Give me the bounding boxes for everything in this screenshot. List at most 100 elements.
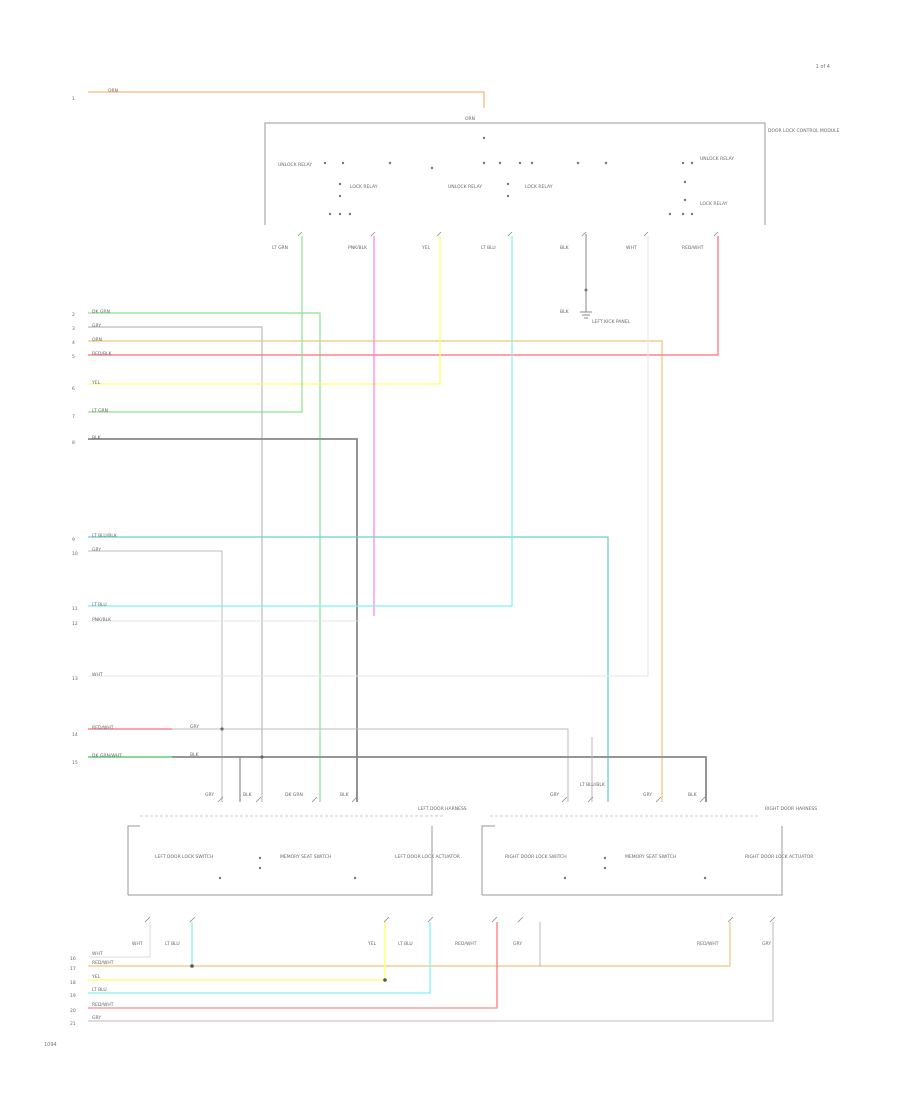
module-output-label: RED/WHT <box>682 245 704 251</box>
wire-number: 3 <box>72 326 75 332</box>
wire-number: 6 <box>72 386 75 392</box>
door-pins <box>491 916 776 923</box>
switch-label: MEMORY SEAT SWITCH <box>625 854 676 860</box>
left-door-assembly: GRY BLK DK GRN BLK LEFT DOOR HARNESS LEF… <box>127 792 467 947</box>
ground-icon <box>580 311 592 319</box>
pin-label: RED/WHT <box>697 941 719 947</box>
wire-number: 20 <box>70 1008 76 1014</box>
wire-color-label: ORN <box>108 88 118 94</box>
switch-contacts <box>218 856 357 880</box>
bottom-splices <box>190 964 387 982</box>
connector-label: GRY <box>205 792 214 798</box>
module-output-label: LT BLU <box>481 245 496 251</box>
wire-number: 10 <box>72 551 78 557</box>
module-output-label: PNK/BLK <box>348 245 368 251</box>
wire-number: 19 <box>70 993 76 999</box>
wire-number: 21 <box>70 1021 76 1027</box>
wire-color-label: LT BLU <box>92 987 107 993</box>
wire-color-label: DK GRN <box>92 309 110 315</box>
right-door-switch-housing <box>481 825 783 896</box>
wire-color-label: DK GRN/WHT <box>92 753 122 759</box>
ground-wire-label: BLK <box>560 309 570 315</box>
splice-points <box>220 727 264 759</box>
module-output-label: BLK <box>560 245 570 251</box>
wire-color-label: RED/WHT <box>92 1002 114 1008</box>
relay-label: LOCK RELAY <box>700 201 728 207</box>
splice-label: GRY <box>190 724 199 730</box>
pin-label: GRY <box>513 941 522 947</box>
control-module: ORN DOOR LOCK CONTROL MODULE UNLOCK RELA… <box>264 116 840 251</box>
door-pins <box>144 916 434 923</box>
bottom-wiring <box>88 922 774 1022</box>
module-output-label: WHT <box>626 245 637 251</box>
wire-color-label: GRY <box>92 547 101 553</box>
harness-label: RIGHT DOOR HARNESS <box>765 806 817 812</box>
relay-label: UNLOCK RELAY <box>700 156 734 162</box>
wire-color-label: LT BLU <box>92 602 107 608</box>
pin-label: LT BLU <box>398 941 413 947</box>
switch-label: LEFT DOOR LOCK SWITCH <box>155 854 213 860</box>
control-module-label: DOOR LOCK CONTROL MODULE <box>768 128 840 134</box>
wire-color-label: ORN <box>92 337 102 343</box>
left-door-connectors <box>217 796 358 803</box>
connector-label: GRY <box>643 792 652 798</box>
module-output-pins <box>297 231 719 237</box>
pin-label: RED/WHT <box>455 941 477 947</box>
relay-label: LOCK RELAY <box>350 184 378 190</box>
module-output-label: LT GRN <box>272 245 288 251</box>
connector-label: BLK <box>243 792 253 798</box>
splice-label: BLK <box>190 752 200 758</box>
wire-color-label: LT BLU/BLK <box>92 533 118 539</box>
wire-number: 11 <box>72 606 78 612</box>
switch-label: RIGHT DOOR LOCK ACTUATOR <box>745 854 813 860</box>
wire-number: 5 <box>72 354 75 360</box>
wiring <box>88 236 719 802</box>
harness-label: LEFT DOOR HARNESS <box>418 806 467 812</box>
wire-number: 2 <box>72 312 75 318</box>
wire-color-label: GRY <box>92 323 101 329</box>
wire-color-label: RED/BLK <box>92 351 113 357</box>
right-door-assembly: GRY LT BLU/BLK GRY BLK RIGHT DOOR HARNES… <box>455 782 817 947</box>
wire-color-label: YEL <box>91 974 101 980</box>
control-module-outline <box>264 122 766 225</box>
right-door-connectors <box>561 796 706 803</box>
wire-color-label: YEL <box>91 380 101 386</box>
wire-number: 9 <box>72 537 75 543</box>
wire-number: 4 <box>72 340 75 346</box>
control-module-node-label: ORN <box>465 116 475 122</box>
wire-color-label: LT GRN <box>92 408 108 414</box>
bottom-wire-labels: 16 WHT 17 RED/WHT 18 YEL 19 LT BLU 20 RE… <box>70 951 114 1027</box>
module-output-label: YEL <box>421 245 431 251</box>
wire-number: 15 <box>72 760 78 766</box>
pin-label: WHT <box>132 941 143 947</box>
connector-label: BLK <box>340 792 350 798</box>
wire-color-label: BLK <box>92 435 102 441</box>
relay-contacts <box>323 136 694 216</box>
top-feed-wire: 1 ORN <box>72 88 485 108</box>
wire-number: 7 <box>72 414 75 420</box>
wire-number: 8 <box>72 440 75 446</box>
wire-color-label: PNK/BLK <box>92 617 112 623</box>
switch-label: RIGHT DOOR LOCK SWITCH <box>505 854 567 860</box>
connector-label: DK GRN <box>285 792 303 798</box>
ground-splice <box>584 288 588 292</box>
left-wire-labels: 2 DK GRN 3 GRY 4 ORN 5 RED/BLK 6 YEL 7 L… <box>72 309 122 766</box>
relay-label: UNLOCK RELAY <box>278 162 312 168</box>
wire-color-label: RED/WHT <box>92 725 114 731</box>
wire-number: 14 <box>72 732 78 738</box>
wire-number: 17 <box>70 966 76 972</box>
ground-location-label: LEFT KICK PANEL <box>592 319 631 325</box>
relay-label: LOCK RELAY <box>525 184 553 190</box>
pin-label: GRY <box>762 941 771 947</box>
switch-label: MEMORY SEAT SWITCH <box>280 854 331 860</box>
wire-color-label: WHT <box>92 672 103 678</box>
ground-connection: BLK LEFT KICK PANEL <box>560 234 631 325</box>
switch-label: LEFT DOOR LOCK ACTUATOR <box>395 854 460 860</box>
pin-label: YEL <box>367 941 377 947</box>
wire-number: 16 <box>70 956 76 962</box>
connector-label: GRY <box>550 792 559 798</box>
connector-label: BLK <box>688 792 698 798</box>
relay-label: UNLOCK RELAY <box>448 184 482 190</box>
left-door-switch-housing <box>127 825 433 896</box>
